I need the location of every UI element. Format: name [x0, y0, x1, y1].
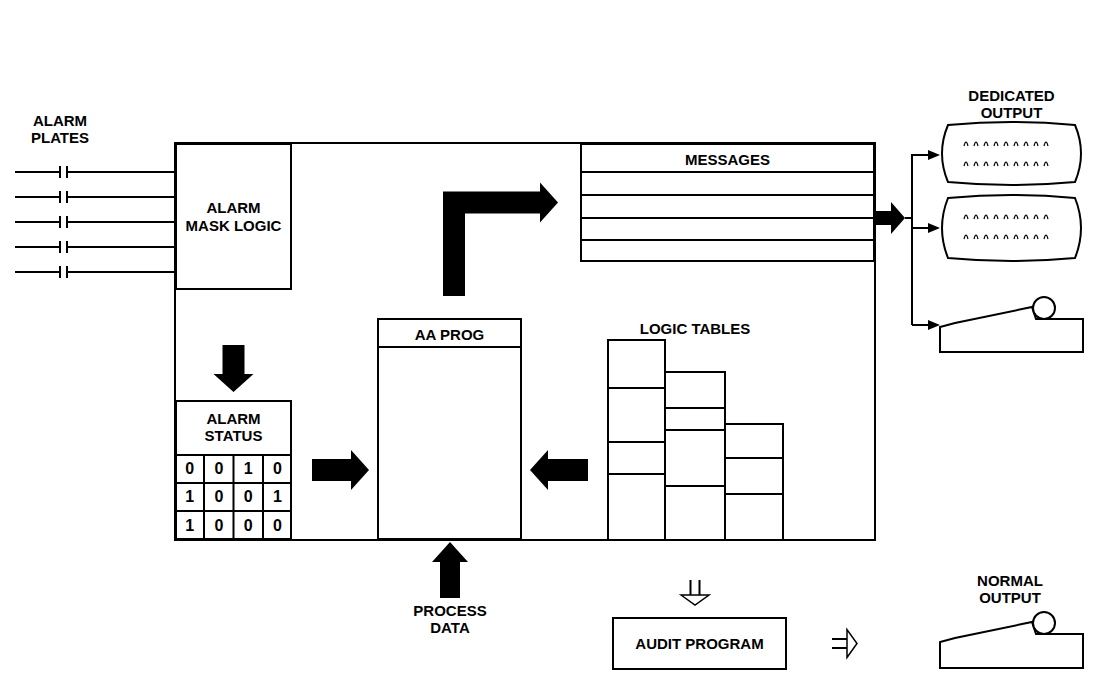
node-text: DEDICATED OUTPUT	[957, 87, 1067, 122]
table-cell: 1	[263, 483, 292, 511]
status-grid	[175, 455, 292, 540]
teletype	[940, 622, 1083, 668]
branch-arrowheads	[928, 223, 940, 330]
table-cell: 1	[175, 483, 204, 511]
screen-scribble	[964, 162, 1048, 166]
logic-table-bars	[608, 340, 783, 540]
crt-screen	[942, 195, 1081, 261]
node-text: ALARM MASK LOGIC	[184, 199, 284, 234]
connector-arrow	[530, 450, 588, 490]
crt-screen	[942, 122, 1081, 185]
signal-label: ALARM PLATES	[18, 112, 102, 147]
connector-arrow	[454, 183, 558, 297]
output-device: DEDICATED OUTPUT	[940, 85, 1083, 185]
teletype	[940, 307, 1083, 352]
node-text: AA PROG	[415, 326, 484, 343]
message-box: MESSAGES	[580, 143, 875, 262]
table-cell: 0	[263, 455, 292, 483]
connector-arrow	[876, 150, 940, 234]
table-cell: 0	[263, 512, 292, 540]
header-line	[377, 346, 522, 348]
connector-arrow	[832, 630, 857, 658]
node-text: ALARM STATUS	[184, 410, 284, 445]
table-cell: 0	[204, 483, 233, 511]
table-cell: 1	[234, 455, 263, 483]
output-device: NORMAL OUTPUT	[935, 568, 1085, 612]
computer-box	[175, 143, 875, 540]
node-text: MESSAGES	[685, 151, 770, 168]
screen-scribble	[964, 235, 1048, 239]
node-text: NORMAL OUTPUT	[960, 572, 1060, 607]
node-text: AUDIT PROGRAM	[635, 635, 763, 652]
table-cell: 0	[204, 512, 233, 540]
screen-scribble	[964, 215, 1048, 219]
node-text: LOGIC TABLES	[640, 320, 751, 337]
program-box: AA PROG	[377, 318, 522, 540]
connector-arrow	[681, 580, 709, 605]
table-cell: 0	[234, 512, 263, 540]
process-data-arrow	[432, 542, 468, 598]
table-cell: 0	[234, 483, 263, 511]
output-branch	[912, 155, 930, 325]
process-box: AUDIT PROGRAM	[612, 617, 787, 670]
connector-arrow	[214, 345, 254, 392]
table-cell: 1	[175, 512, 204, 540]
table-cell: 0	[175, 455, 204, 483]
message-rows	[580, 172, 875, 240]
signal-label: PROCESS DATA	[400, 602, 500, 637]
table-label: LOGIC TABLES	[600, 316, 790, 540]
table-cell: 0	[204, 455, 233, 483]
connector-arrow	[312, 450, 369, 490]
logic-box: ALARM MASK LOGIC	[175, 143, 292, 290]
teletype-knob	[1033, 612, 1055, 634]
alarm-plate-wires	[15, 166, 175, 278]
screen-scribble	[964, 142, 1048, 146]
teletype-knob	[1033, 297, 1055, 319]
